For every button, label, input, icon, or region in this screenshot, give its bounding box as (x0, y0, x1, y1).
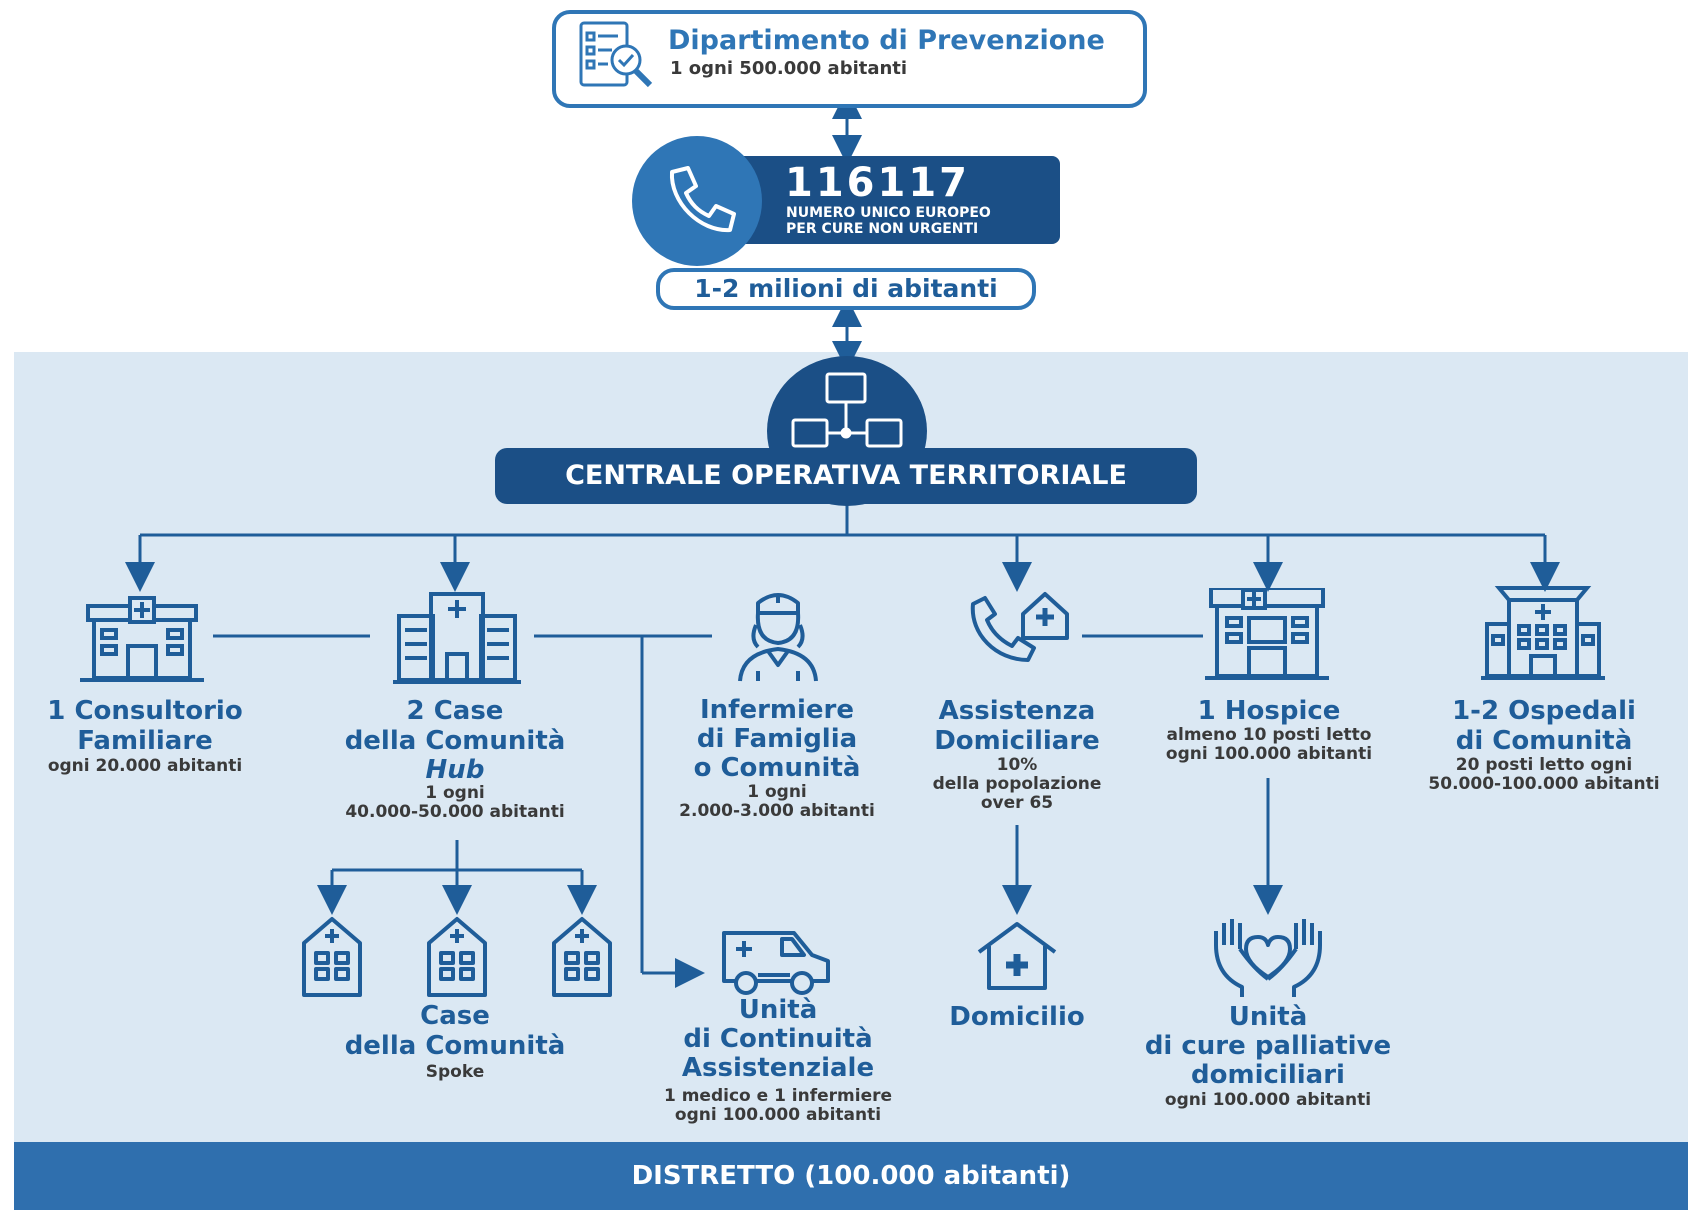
cot-bar: CENTRALE OPERATIVA TERRITORIALE (495, 448, 1197, 504)
case-spoke-sub-1: Spoke (425, 1062, 485, 1082)
home-icon (977, 922, 1057, 990)
infermiere-sub-2: 2.000-3.000 abitanti (679, 801, 875, 821)
dept-subtitle: 1 ogni 500.000 abitanti (670, 58, 908, 79)
case-hub-title-3: Hub (425, 755, 485, 785)
ospedali-title-1: 1-2 Ospedali (1452, 696, 1636, 726)
hospice-title-1: 1 Hospice (1197, 696, 1341, 726)
spoke-house-icon-1 (302, 917, 362, 997)
case-spoke-title-1: Case (420, 1001, 490, 1031)
ucp-node: Unità di cure palliative domiciliari ogn… (1113, 1003, 1423, 1111)
left-strip (0, 352, 14, 1210)
ucp-title-3: domiciliari (1191, 1060, 1345, 1090)
case-hub-sub-1: 1 ogni (425, 783, 485, 803)
hub-building-icon (393, 592, 521, 684)
number-line2: PER CURE NON URGENTI (786, 221, 979, 237)
domicilio-title-1: Domicilio (949, 1002, 1085, 1032)
consultorio-title-2: Familiare (77, 726, 213, 756)
infermiere-title-3: o Comunità (693, 753, 861, 783)
distretto-footer: DISTRETTO (100.000 abitanti) (14, 1142, 1688, 1210)
distretto-label: DISTRETTO (100.000 abitanti) (631, 1161, 1071, 1191)
uca-node: Unità di Continuità Assistenziale 1 medi… (628, 996, 928, 1125)
case-hub-node: 2 Case della Comunità Hub 1 ogni 40.000-… (310, 696, 600, 822)
assistenza-title-1: Assistenza (938, 696, 1096, 726)
phone-icon (669, 166, 736, 233)
hospice-sub-1: almeno 10 posti letto (1166, 725, 1372, 745)
dept-title: Dipartimento di Prevenzione (668, 25, 1105, 56)
phone-circle (632, 136, 762, 266)
case-spoke-title-2: della Comunità (344, 1031, 566, 1061)
case-hub-sub-2: 40.000-50.000 abitanti (345, 802, 565, 822)
ospedali-title-2: di Comunità (1455, 726, 1633, 756)
consultorio-node: 1 Consultorio Familiare ogni 20.000 abit… (10, 696, 280, 776)
population-label: 1-2 milioni di abitanti (694, 274, 998, 303)
infermiere-node: Infermiere di Famiglia o Comunità 1 ogni… (640, 696, 914, 821)
ambulance-icon (722, 931, 830, 995)
ospedali-sub-1: 20 posti letto ogni (1455, 755, 1633, 775)
hospice-sub-2: ogni 100.000 abitanti (1165, 744, 1373, 764)
dept-box (552, 10, 1147, 108)
case-hub-title-2: della Comunità (344, 726, 566, 756)
phone-home-icon (970, 592, 1069, 662)
consultorio-sub-1: ogni 20.000 abitanti (47, 756, 243, 776)
phone-number: 116117 (785, 160, 970, 206)
uca-sub-2: ogni 100.000 abitanti (674, 1105, 882, 1125)
uca-sub-1: 1 medico e 1 infermiere (663, 1086, 893, 1106)
nurse-icon (738, 593, 818, 682)
infermiere-title-1: Infermiere (699, 695, 855, 725)
population-pill: 1-2 milioni di abitanti (656, 268, 1036, 310)
document-search-icon (579, 21, 653, 88)
ucp-sub-1: ogni 100.000 abitanti (1164, 1090, 1372, 1110)
case-spoke-node: Case della Comunità Spoke (310, 1001, 600, 1083)
cot-label: CENTRALE OPERATIVA TERRITORIALE (565, 460, 1127, 491)
assistenza-sub-3: over 65 (980, 793, 1054, 813)
consultorio-building-icon (80, 596, 204, 682)
uca-title-3: Assistenziale (681, 1053, 875, 1083)
uca-title-1: Unità (738, 995, 818, 1025)
network-icon (791, 372, 903, 452)
number-line1: NUMERO UNICO EUROPEO (786, 205, 991, 221)
ospedale-building-icon (1481, 586, 1605, 680)
ucp-title-2: di cure palliative (1144, 1031, 1392, 1061)
assistenza-sub-2: della popolazione (932, 774, 1102, 794)
hospice-node: 1 Hospice almeno 10 posti letto ogni 100… (1133, 696, 1405, 764)
ospedali-sub-2: 50.000-100.000 abitanti (1428, 774, 1660, 794)
assistenza-sub-1: 10% (996, 755, 1038, 775)
ospedali-node: 1-2 Ospedali di Comunità 20 posti letto … (1400, 696, 1688, 794)
uca-title-2: di Continuità (683, 1024, 873, 1054)
infermiere-title-2: di Famiglia (696, 724, 858, 754)
caring-hands-icon (1214, 919, 1322, 997)
assistenza-node: Assistenza Domiciliare 10% della popolaz… (895, 696, 1139, 813)
ucp-title-1: Unità (1228, 1002, 1308, 1032)
assistenza-title-2: Domiciliare (934, 726, 1100, 756)
spoke-house-icon-3 (552, 917, 612, 997)
case-hub-title-1: 2 Case (406, 696, 504, 726)
hospice-building-icon (1205, 588, 1329, 680)
domicilio-node: Domicilio (915, 1002, 1119, 1032)
infermiere-sub-1: 1 ogni (747, 782, 807, 802)
spoke-house-icon-2 (427, 917, 487, 997)
consultorio-title-1: 1 Consultorio (47, 696, 243, 726)
